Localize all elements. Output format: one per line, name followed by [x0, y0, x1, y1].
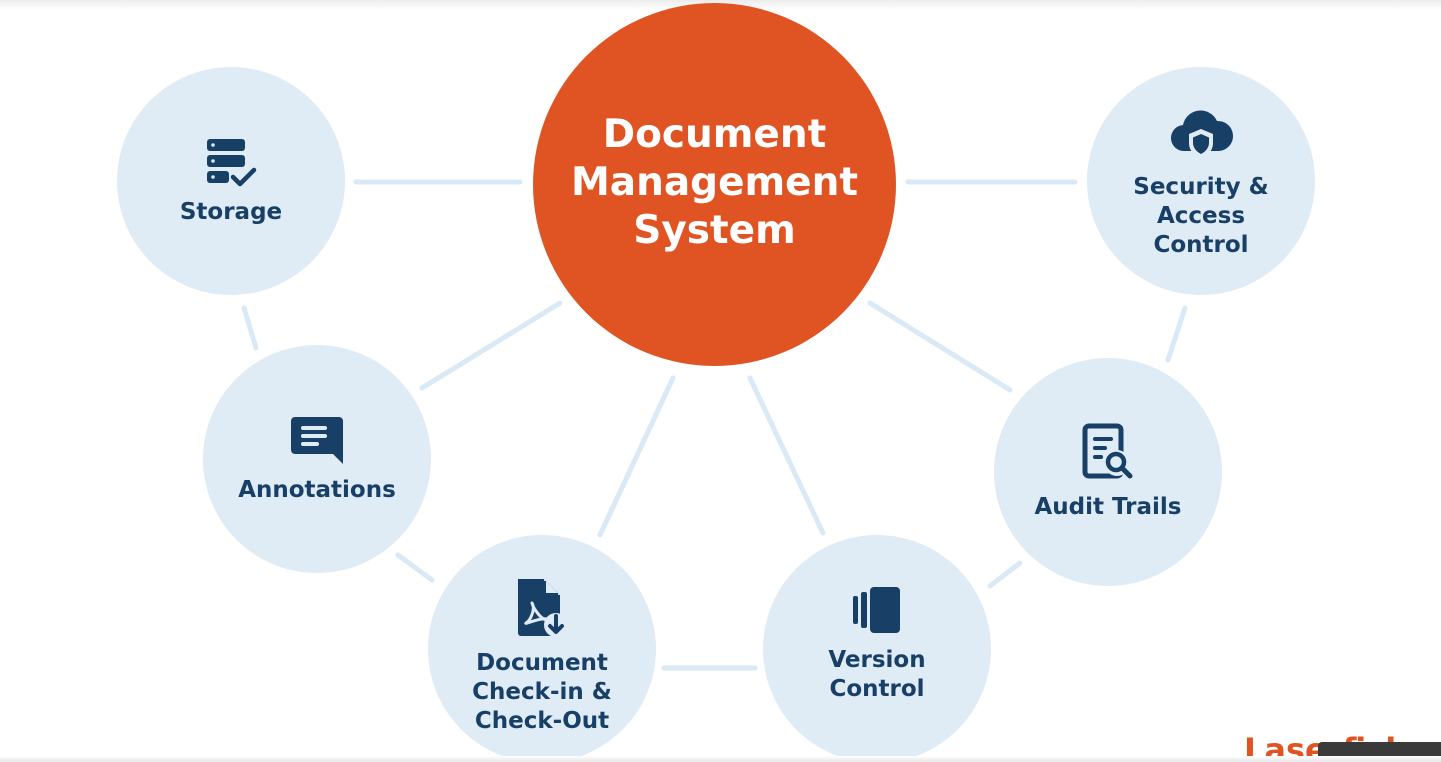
connector-center-annotations [419, 300, 563, 391]
node-version-control-label: Version Control [828, 647, 926, 702]
node-annotations-label: Annotations [238, 476, 396, 503]
node-checkin-checkout: Document Check-in & Check-Out [428, 535, 656, 762]
center-node: Document Management System [533, 3, 896, 366]
versions-icon [853, 587, 900, 633]
cloud-shield-icon [1171, 110, 1233, 159]
connector-storage-annotations [241, 305, 259, 351]
node-checkin-checkout-label: Document Check-in & Check-Out [472, 649, 612, 734]
node-annotations: Annotations [203, 345, 431, 573]
node-audit-trails: Audit Trails [994, 358, 1222, 586]
connector-annotations-checkin [395, 552, 435, 583]
node-version-control: Version Control [763, 535, 991, 762]
connector-security-audit [1165, 305, 1188, 363]
node-security-access-control-label: Security & Access Control [1133, 173, 1269, 258]
storage-check-icon [207, 138, 257, 186]
document-search-icon [1082, 423, 1133, 478]
node-storage: Storage [117, 67, 345, 295]
pdf-download-icon [518, 578, 568, 637]
connector-center-audit [867, 300, 1013, 393]
node-security-access-control: Security & Access Control [1087, 67, 1315, 295]
center-node-label: Document Management System [570, 111, 859, 253]
node-storage-label: Storage [179, 198, 283, 225]
node-audit-trails-label: Audit Trails [1034, 493, 1182, 520]
connector-center-version [747, 375, 826, 536]
connector-version-audit [987, 560, 1023, 589]
bottom-edge [0, 756, 1441, 762]
connector-center-checkin [597, 375, 676, 538]
comment-icon [291, 416, 343, 464]
